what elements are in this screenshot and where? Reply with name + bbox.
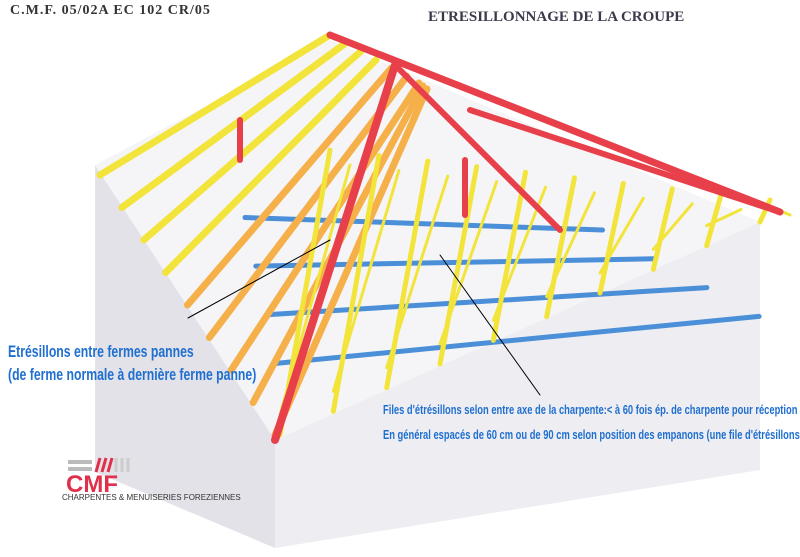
truss-rafter <box>118 39 349 211</box>
jack-web <box>545 191 596 299</box>
logo-slashes <box>94 457 114 473</box>
annotation-line: Etrésillons entre fermes pannes <box>8 342 194 361</box>
leader-line <box>439 254 541 396</box>
trusses <box>96 31 792 444</box>
jack-rafter <box>704 191 724 249</box>
truss-rafter <box>140 48 365 244</box>
truss-rafter <box>184 64 395 309</box>
annotation-right: Files d'étrésillons selon entre axe de l… <box>383 397 800 447</box>
truss-rafter <box>227 79 423 374</box>
hip-rafter <box>271 61 399 444</box>
ridge-line <box>326 31 784 216</box>
jack-rafter <box>490 169 529 343</box>
annotation-left: Etrésillons entre fermes pannes (de ferm… <box>8 340 256 386</box>
jack-web <box>331 169 401 393</box>
annotation-line: Files d'étrésillons selon entre axe de l… <box>383 402 800 417</box>
logo-bar <box>68 467 92 471</box>
annotation-line: En général espacés de 60 cm ou de 90 cm … <box>383 427 800 442</box>
jack-web <box>385 174 450 370</box>
hip-rafter <box>392 62 563 233</box>
logo-mark: CMF <box>66 471 118 498</box>
logo-bars <box>68 460 92 464</box>
jack-web <box>598 196 645 275</box>
jack-web <box>705 207 743 228</box>
reference-code: C.M.F. 05/02A EC 102 CR/05 <box>10 3 211 18</box>
jack-web <box>651 202 694 251</box>
truss-rafter <box>96 31 334 179</box>
jack-rafter <box>544 175 577 320</box>
jack-web <box>278 163 352 417</box>
page-title: ETRESILLONNAGE DE LA CROUPE <box>428 9 685 25</box>
front-wall <box>95 165 275 548</box>
bracing-line <box>274 313 762 366</box>
bracing-line <box>264 285 710 318</box>
jack-rafter <box>650 186 675 272</box>
bracing-line <box>242 215 605 233</box>
jack-web <box>438 180 499 346</box>
logo-grey-bars <box>114 458 130 472</box>
hip-rafter <box>467 107 783 215</box>
truss-rafter <box>271 85 431 439</box>
jack-rafter <box>437 164 480 367</box>
leader-line <box>187 239 331 319</box>
logo-tagline: CHARPENTES & MENUISERIES FOREZIENNES <box>62 493 241 502</box>
truss-rafter <box>162 56 380 276</box>
right-wall <box>275 222 760 548</box>
jack-rafter <box>597 180 626 296</box>
annotation-line: (de ferme normale à dernière ferme panne… <box>8 365 257 384</box>
